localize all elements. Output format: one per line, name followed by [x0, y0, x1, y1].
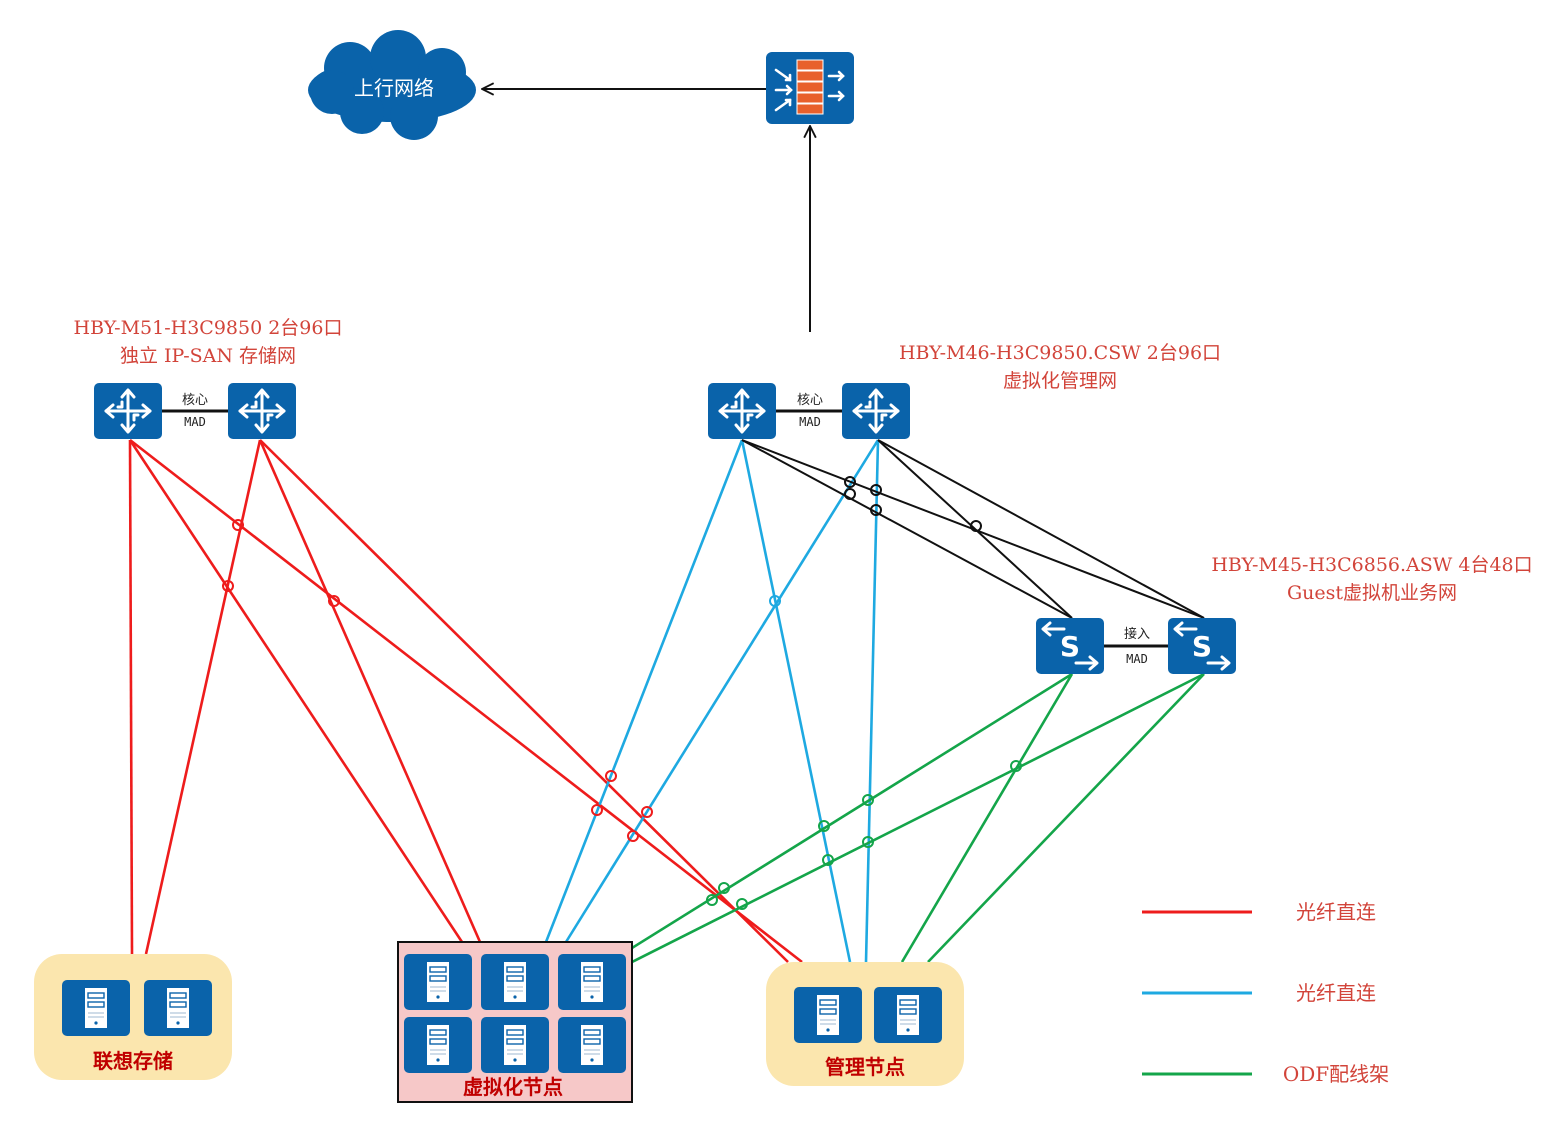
switch-icon[interactable]: [1166, 616, 1238, 676]
storage-group-label: 联想存储: [93, 1049, 173, 1073]
uplink-cloud: 上行网络: [308, 30, 476, 140]
red-link: [128, 439, 464, 943]
links-green: [631, 672, 1205, 964]
black-link: [877, 439, 1073, 619]
router-icon[interactable]: [840, 381, 912, 441]
blue-link: [544, 439, 744, 943]
server-icon[interactable]: [480, 1016, 550, 1074]
virt-group-label: 虚拟化节点: [463, 1075, 563, 1099]
server-icon[interactable]: [403, 953, 473, 1011]
storage-core-title: HBY-M51-H3C9850 2台96口: [74, 317, 343, 339]
storage-core-link-label: 核心: [182, 393, 208, 408]
red-link: [128, 439, 134, 955]
mgmt-group[interactable]: 管理节点: [766, 962, 964, 1086]
server-icon[interactable]: [61, 979, 131, 1037]
blue-link: [564, 439, 880, 943]
legend-label: 光纤直连: [1296, 981, 1376, 1005]
virt-core-title: HBY-M46-H3C9850.CSW 2台96口: [899, 342, 1221, 364]
server-icon[interactable]: [557, 953, 627, 1011]
server-icon[interactable]: [793, 986, 863, 1044]
server-icon[interactable]: [403, 1016, 473, 1074]
server-icon[interactable]: [480, 953, 550, 1011]
legend-label: 光纤直连: [1296, 900, 1376, 924]
green-link: [631, 672, 1205, 964]
legend: 光纤直连 光纤直连 ODF配线架: [1142, 900, 1389, 1086]
links-red: [128, 438, 803, 964]
black-link: [877, 439, 1205, 619]
storage-core-subtitle: 独立 IP-SAN 存储网: [120, 345, 296, 367]
line-hops: [222, 476, 1022, 910]
storage-core-mad-label: MAD: [184, 415, 206, 429]
virt-core-link-label: 核心: [797, 393, 823, 408]
server-icon[interactable]: [143, 979, 213, 1037]
guest-access-link-label: 接入: [1124, 626, 1150, 642]
storage-group[interactable]: 联想存储: [34, 954, 232, 1080]
router-icon[interactable]: [226, 381, 298, 441]
cloud-label: 上行网络: [354, 76, 434, 100]
router-icon[interactable]: [706, 381, 778, 441]
server-icon[interactable]: [557, 1016, 627, 1074]
legend-label: ODF配线架: [1283, 1062, 1389, 1086]
mgmt-group-label: 管理节点: [825, 1055, 905, 1079]
guest-access-mad-label: MAD: [1126, 652, 1148, 666]
black-link: [741, 439, 1073, 619]
guest-access-title: HBY-M45-H3C6856.ASW 4台48口: [1211, 554, 1532, 576]
links-blue: [544, 439, 880, 963]
green-link: [927, 673, 1205, 963]
red-link: [129, 438, 803, 964]
firewall-icon[interactable]: [766, 52, 854, 124]
virt-core-subtitle: 虚拟化管理网: [1003, 370, 1117, 392]
guest-access-subtitle: Guest虚拟机业务网: [1287, 582, 1457, 604]
virt-group[interactable]: 虚拟化节点: [397, 941, 633, 1103]
red-link: [259, 439, 789, 963]
virt-core-mad-label: MAD: [799, 415, 821, 429]
red-link: [144, 439, 262, 955]
switch-icon[interactable]: [1034, 616, 1106, 676]
blue-link: [740, 439, 852, 963]
blue-link: [864, 439, 880, 963]
server-icon[interactable]: [873, 986, 943, 1044]
green-link: [900, 673, 1074, 963]
green-link: [631, 672, 1073, 950]
router-icon[interactable]: [92, 381, 164, 441]
red-link: [258, 439, 482, 943]
